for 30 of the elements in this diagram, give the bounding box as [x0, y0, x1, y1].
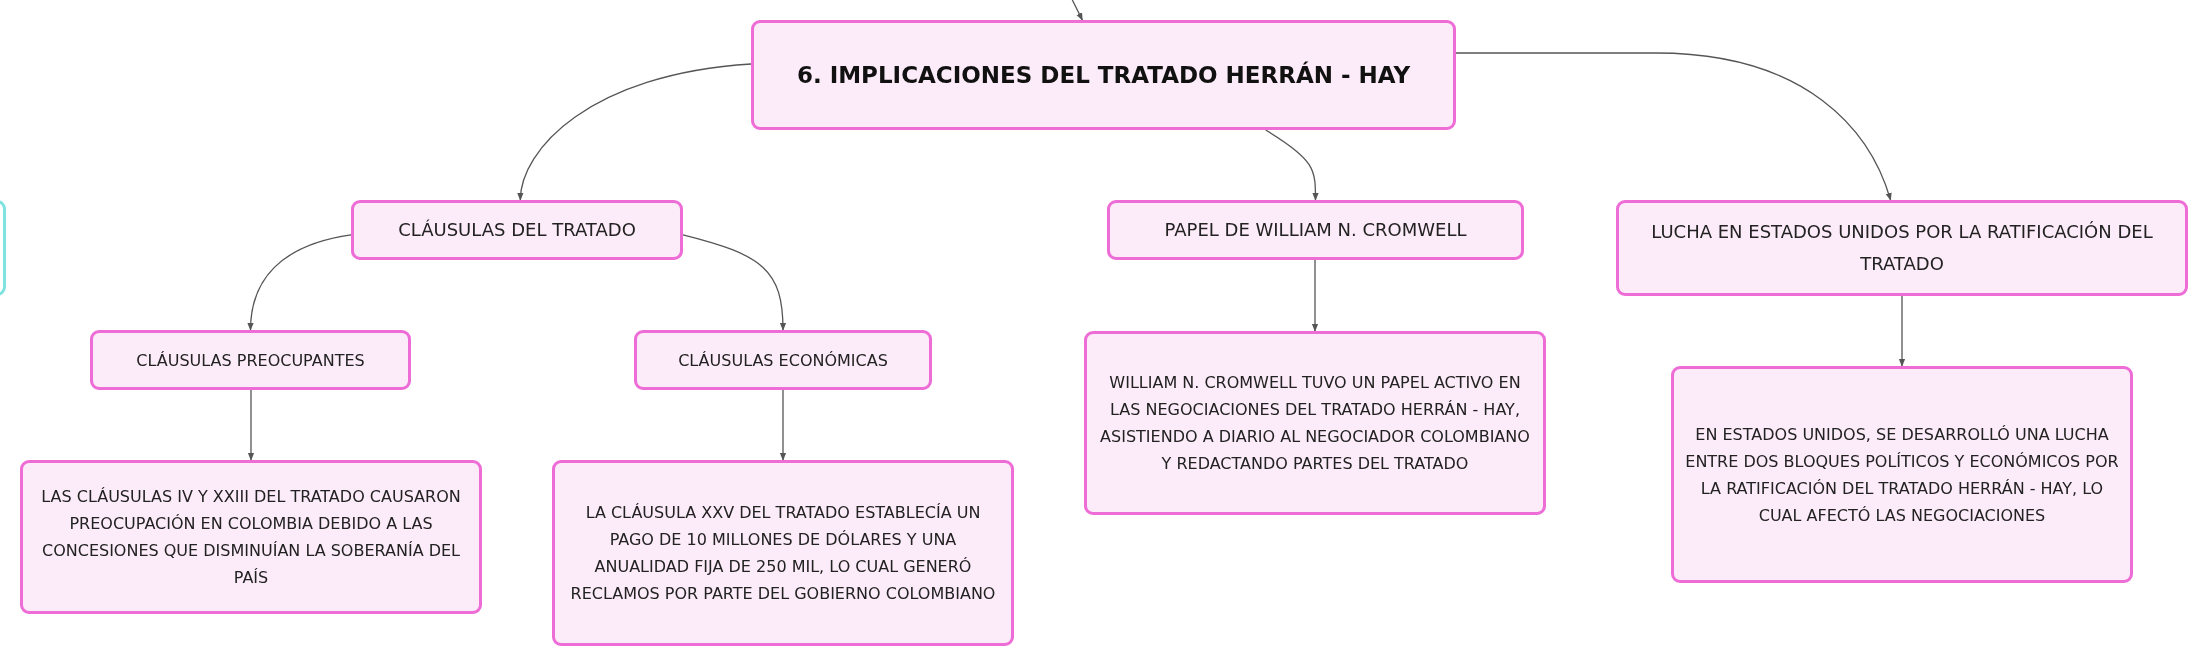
connector-arrow [1071, 0, 1083, 21]
connector-arrow [247, 234, 352, 331]
concept-box [1107, 200, 1524, 260]
connector-arrow [518, 63, 752, 201]
concept-text: PAPEL DE WILLIAM N. CROMWELL [1163, 218, 1468, 242]
topic-title: 6. IMPLICACIONES DEL TRATADO HERRÁN - HAY [795, 61, 1412, 89]
concept-text: LUCHA EN ESTADOS UNIDOS POR LA RATIFICACIÓN DEL TRATADO [1650, 220, 2154, 276]
concept-box [1671, 366, 2133, 583]
connector-arrow [1311, 259, 1319, 332]
connector-arrow [779, 389, 787, 461]
concept-text: EN ESTADOS UNIDOS, SE DESARROLLÓ UNA LUCHA ENTRE DOS BLOQUES POLÍTICOS Y ECONÓMICOS POR LA RATIFICACIÓN DEL TRATADO HERRÁN - HAY, LO CUAL AFECTÓ LAS NEGOCIACIONES [1684, 423, 2120, 527]
concept-text: LA CLÁUSULA XXV DEL TRATADO ESTABLECÍA UN PAGO DE 10 MILLONES DE DÓLARES Y UNA ANUALIDAD FIJA DE 250 MIL, LO CUAL GENERÓ RECLAMOS POR PARTE DEL GOBIERNO COLOMBIANO [569, 502, 997, 605]
connector-arrow [682, 234, 786, 331]
concept-box [20, 460, 482, 614]
connector-arrow [1455, 52, 1892, 201]
concept-text: CLÁUSULAS DEL TRATADO [397, 218, 637, 242]
concept-box [634, 330, 932, 390]
concept-box [552, 460, 1014, 646]
concept-text: WILLIAM N. CROMWELL TUVO UN PAPEL ACTIVO EN LAS NEGOCIACIONES DEL TRATADO HERRÁN - HAY, ASISTIENDO A DIARIO AL NEGOCIADOR COLOMBIANO Y REDACTANDO PARTES DEL TRATADO [1099, 372, 1531, 475]
concept-box [90, 330, 411, 390]
topic-box [751, 20, 1456, 130]
concept-box [351, 200, 683, 260]
connector-arrow [247, 389, 255, 461]
concept-text: CLÁUSULAS ECONÓMICAS [677, 349, 889, 372]
connector-arrow [1898, 295, 1906, 367]
concept-box [1084, 331, 1546, 515]
concept-text: LAS CLÁUSULAS IV Y XXIII DEL TRATADO CAUSARON PREOCUPACIÓN EN COLOMBIA DEBIDO A LAS CONCESIONES QUE DISMINUÍAN LA SOBERANÍA DEL PAÍS [40, 486, 462, 589]
concept-text: CLÁUSULAS PREOCUPANTES [135, 349, 366, 372]
connector-arrow [1265, 129, 1319, 201]
concept-box [1616, 200, 2188, 296]
